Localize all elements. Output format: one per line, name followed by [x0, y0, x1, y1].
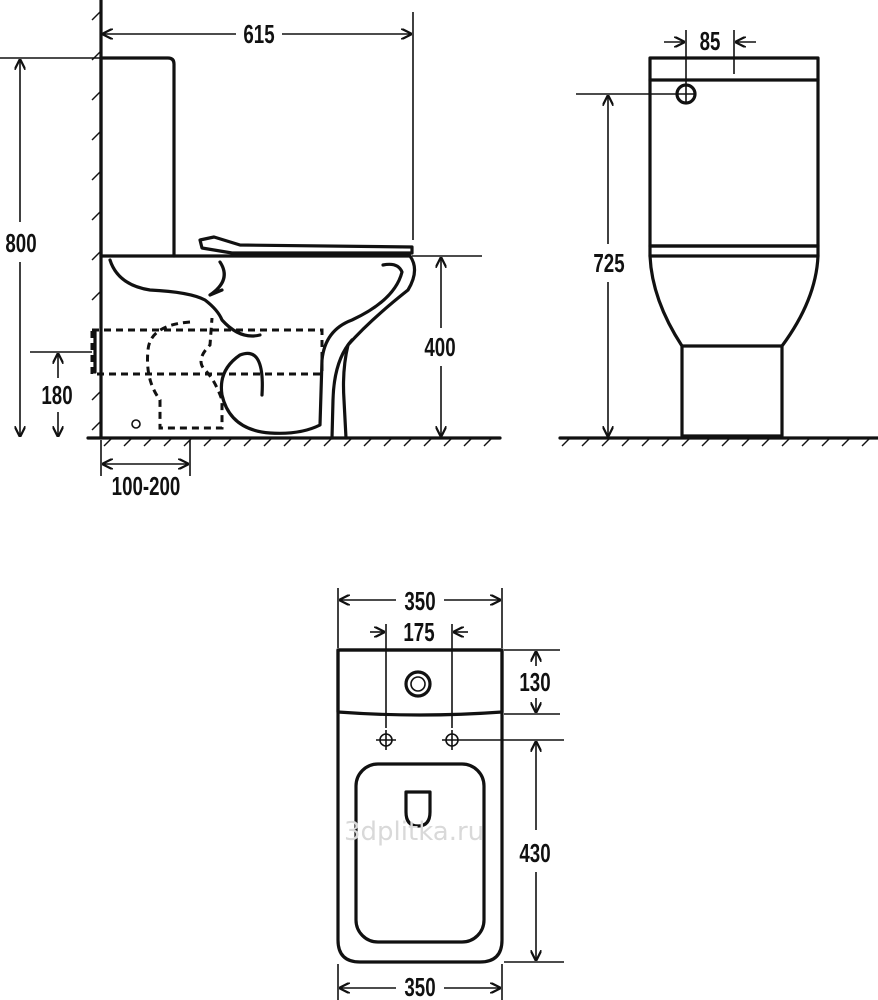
tank-depth-label: 130	[519, 667, 550, 697]
bowl-front	[648, 254, 820, 438]
hidden-inlet-pipe	[90, 328, 324, 376]
flush-button-inner	[410, 676, 426, 692]
drain-outline	[404, 790, 432, 828]
side-view: 615 800 400 180 100-200	[0, 0, 502, 501]
bottom-width-label: 350	[404, 972, 435, 1000]
side-width-label: 615	[243, 19, 274, 49]
watermark: 3dplitka.ru	[344, 817, 484, 847]
top-outline	[336, 648, 504, 964]
flush-button-outer	[404, 670, 432, 698]
front-skirt	[330, 338, 354, 440]
floor-hatching-side	[103, 437, 493, 447]
front-view: 85 725	[558, 26, 878, 447]
seat-height-label: 400	[424, 332, 455, 362]
bowl-back-curve	[208, 260, 226, 297]
bowl-inner-wall	[108, 258, 262, 338]
hidden-outlet-bend	[146, 317, 224, 430]
bowl-trapway	[219, 262, 404, 435]
bowl-opening	[354, 762, 486, 944]
seat-band-front	[648, 244, 820, 258]
top-view: 3dplitka.ru 350 175 130 430 350	[336, 586, 564, 1000]
tank-front	[648, 56, 820, 248]
floor-hatching-front	[561, 437, 871, 447]
outlet-distance-label: 100-200	[112, 471, 181, 501]
side-height-label: 800	[5, 228, 36, 258]
front-inlet-height-label: 725	[593, 248, 624, 278]
top-width-label: 350	[404, 586, 435, 616]
bowl-length-label: 430	[519, 838, 550, 868]
hole-spacing-label: 175	[403, 617, 434, 647]
tank-top	[336, 648, 504, 717]
seat-lid	[198, 235, 414, 255]
pipe-offset-label: 85	[700, 26, 721, 56]
inlet-height-label: 180	[41, 380, 72, 410]
tank-outline	[99, 56, 176, 258]
bowl-outer	[172, 254, 417, 440]
floor-bolt-hole	[131, 419, 141, 429]
